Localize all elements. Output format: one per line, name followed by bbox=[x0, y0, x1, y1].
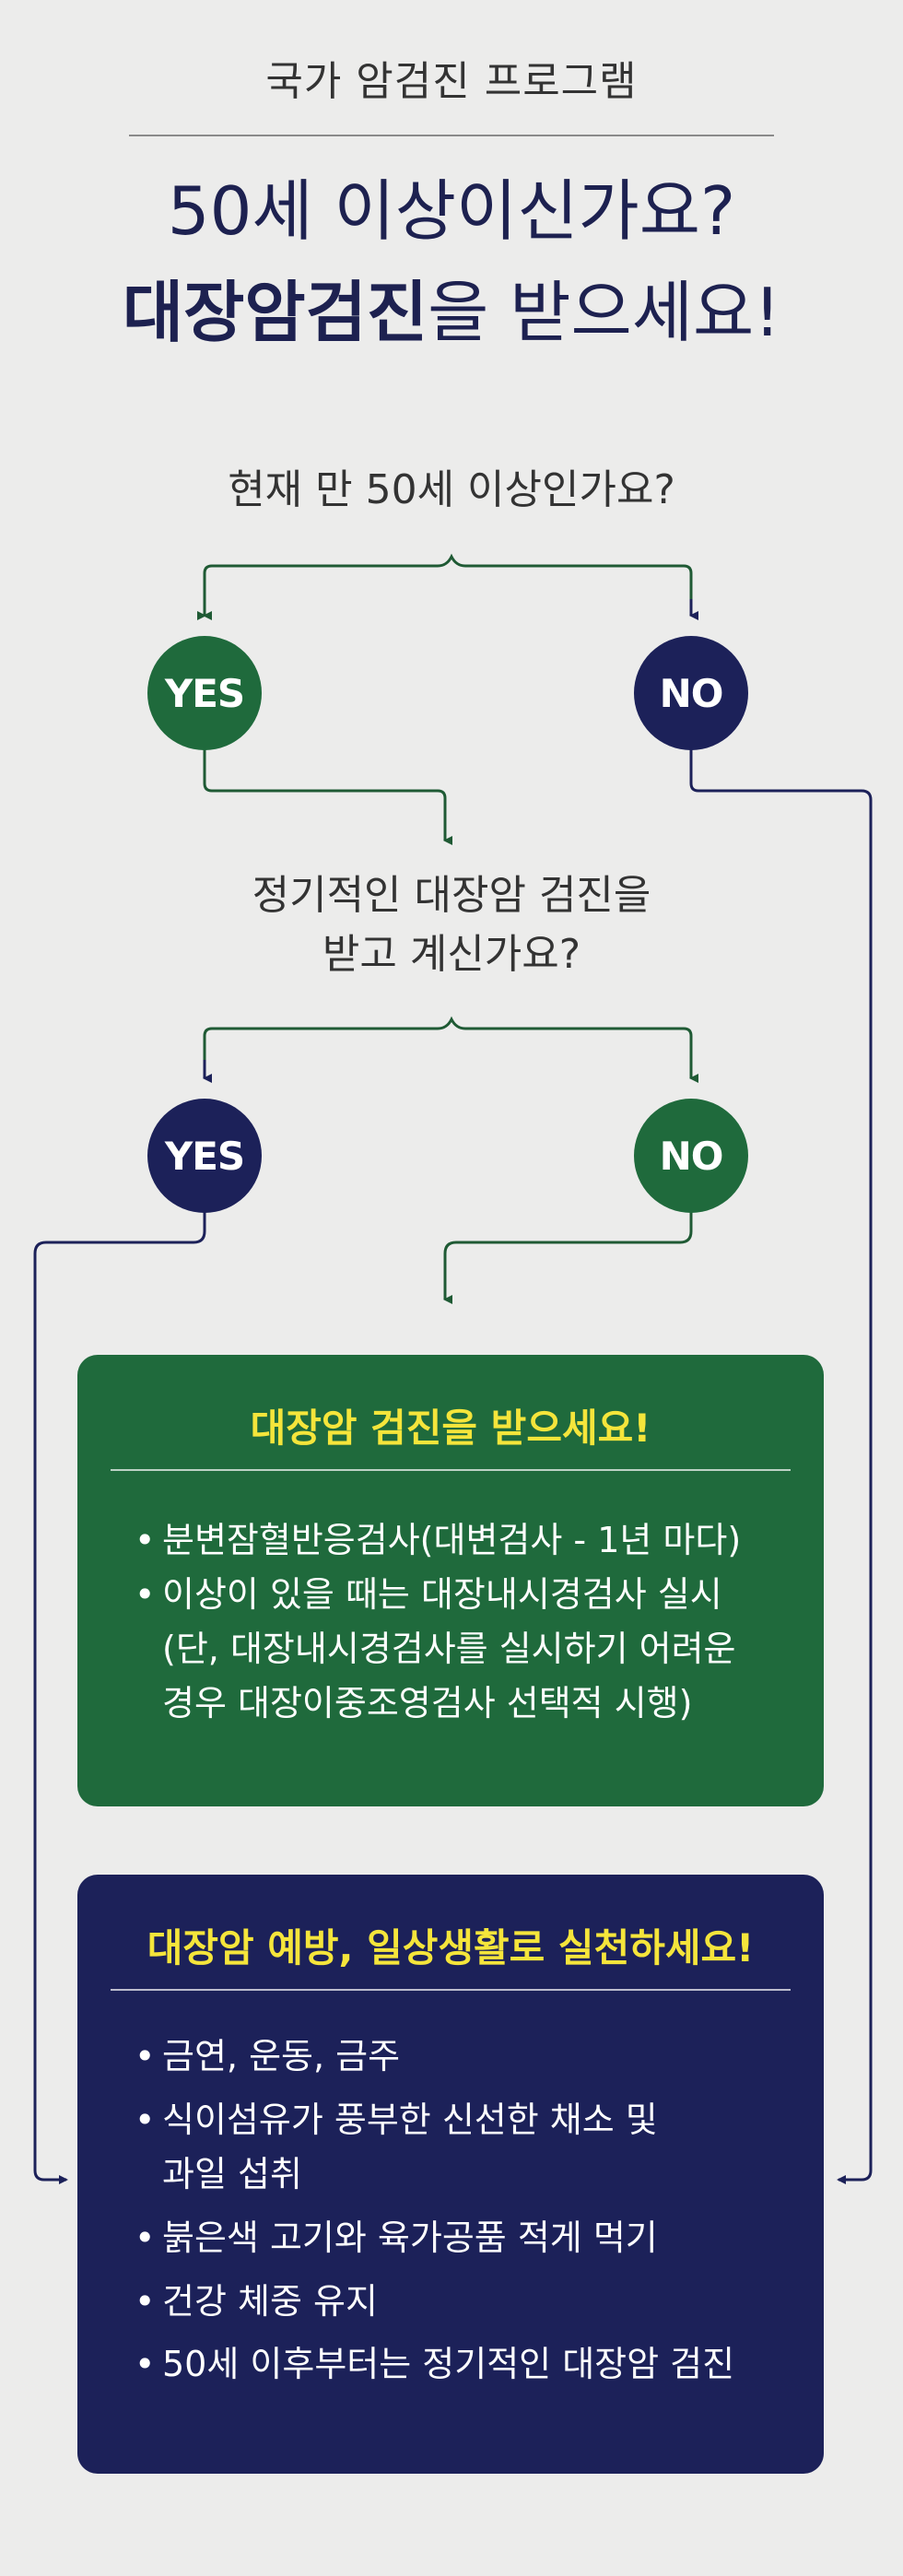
prevention-item-line-1: 식이섬유가 풍부한 신선한 채소 및 bbox=[162, 2099, 658, 2140]
no1-connector bbox=[689, 748, 873, 2184]
question-regular-screening: 정기적인 대장암 검진을 받고 계신가요? bbox=[0, 866, 903, 984]
q1-bracket bbox=[197, 553, 693, 620]
screening-item: 이상이 있을 때는 대장내시경검사 실시 bbox=[135, 1568, 796, 1622]
prevention-list: 금연, 운동, 금주 식이섬유가 풍부한 신선한 채소 및 과일 섭취 붉은색 … bbox=[135, 2029, 796, 2392]
prevention-item: 식이섬유가 풍부한 신선한 채소 및 과일 섭취 bbox=[135, 2093, 796, 2202]
screening-note-line-2: 경우 대장이중조영검사 선택적 시행) bbox=[162, 1682, 693, 1723]
prevention-item: 건강 체중 유지 bbox=[135, 2275, 796, 2329]
screening-note-line-1: (단, 대장내시경검사를 실시하기 어려운 bbox=[162, 1629, 736, 1669]
question-2-line-2: 받고 계신가요? bbox=[322, 930, 581, 978]
yes-circle-screening: YES bbox=[147, 1099, 262, 1213]
headline-line-1: 50세 이상이신가요? bbox=[167, 172, 736, 250]
prevention-item: 금연, 운동, 금주 bbox=[135, 2029, 796, 2084]
question-2-line-1: 정기적인 대장암 검진을 bbox=[252, 872, 651, 919]
screening-item: 분변잠혈반응검사(대변검사 - 1년 마다) bbox=[135, 1513, 796, 1568]
screening-list: 분변잠혈반응검사(대변검사 - 1년 마다) 이상이 있을 때는 대장내시경검사… bbox=[135, 1513, 796, 1622]
headline-rest: 을 받으세요! bbox=[428, 274, 781, 351]
yes-circle-age: YES bbox=[147, 636, 262, 750]
no-circle-age: NO bbox=[634, 636, 748, 750]
header-divider bbox=[129, 135, 774, 136]
prevention-item-line-2: 과일 섭취 bbox=[162, 2153, 302, 2194]
screening-box-title: 대장암 검진을 받으세요! bbox=[250, 1406, 651, 1451]
screening-box-divider bbox=[111, 1469, 791, 1471]
screening-box: 대장암 검진을 받으세요! 분변잠혈반응검사(대변검사 - 1년 마다) 이상이… bbox=[77, 1355, 824, 1806]
prevention-box: 대장암 예방, 일상생활로 실천하세요! 금연, 운동, 금주 식이섬유가 풍부… bbox=[77, 1875, 824, 2474]
question-age: 현재 만 50세 이상인가요? bbox=[228, 466, 675, 513]
no2-connector bbox=[443, 1211, 693, 1304]
screening-note: (단, 대장내시경검사를 실시하기 어려운 경우 대장이중조영검사 선택적 시행… bbox=[162, 1622, 736, 1731]
yes1-connector bbox=[203, 748, 452, 845]
program-title: 국가 암검진 프로그램 bbox=[265, 58, 638, 105]
q2-bracket bbox=[203, 1016, 693, 1078]
yes2-connector bbox=[33, 1211, 206, 2184]
prevention-box-title: 대장암 예방, 일상생활로 실천하세요! bbox=[147, 1925, 755, 1970]
headline-strong: 대장암검진 bbox=[122, 274, 428, 351]
prevention-item: 50세 이후부터는 정기적인 대장암 검진 bbox=[135, 2337, 796, 2392]
headline-line-2: 대장암검진을 받으세요! bbox=[0, 276, 903, 349]
no-circle-screening: NO bbox=[634, 1099, 748, 1213]
prevention-box-divider bbox=[111, 1989, 791, 1991]
prevention-item: 붉은색 고기와 육가공품 적게 먹기 bbox=[135, 2211, 796, 2265]
